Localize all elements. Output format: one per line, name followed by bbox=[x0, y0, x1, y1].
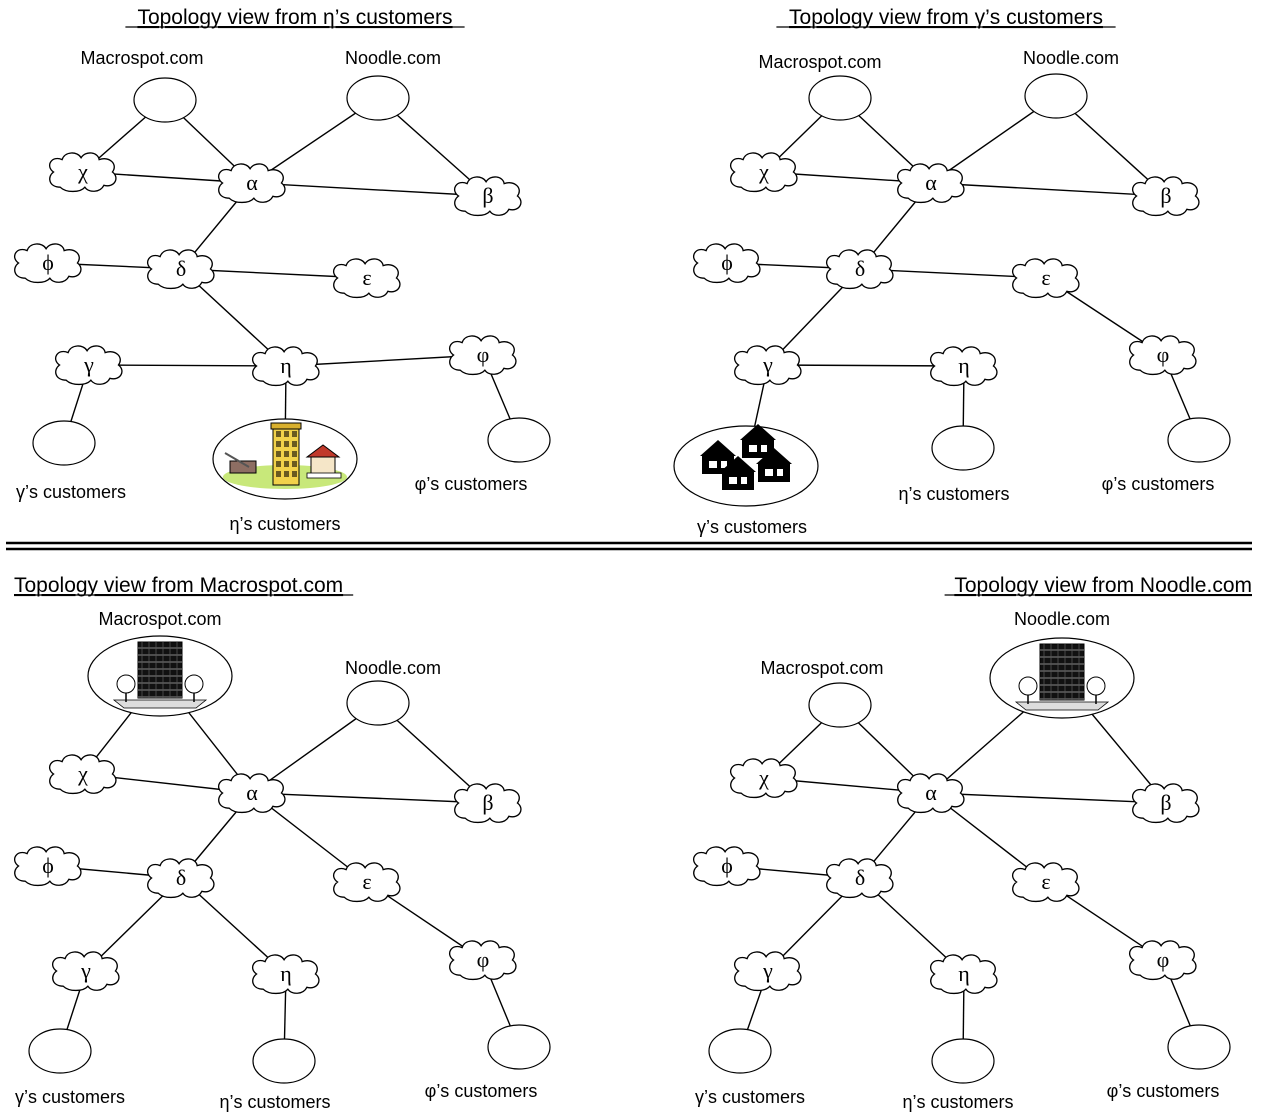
noodle-label: Noodle.com bbox=[345, 658, 441, 678]
as-label-eta: η bbox=[958, 353, 970, 378]
as-label-gamma: γ bbox=[762, 352, 773, 377]
as-label-beta: β bbox=[1160, 790, 1171, 815]
panel-2: Topology view from γ’s customersMacrospo… bbox=[673, 6, 1231, 537]
eta-customers-label: η’s customers bbox=[229, 514, 340, 534]
panel-3: Topology view from Macrospot.comMacrospo… bbox=[13, 574, 551, 1112]
noodle-label: Noodle.com bbox=[345, 48, 441, 68]
link-alpha-beta bbox=[251, 792, 489, 804]
as-label-eta: η bbox=[280, 353, 292, 378]
varphi-customers-label: φ’s customers bbox=[425, 1081, 538, 1101]
office-building-icon bbox=[1014, 643, 1110, 711]
eta-customers-label: η’s customers bbox=[902, 1092, 1013, 1112]
as-label-phi: ϕ bbox=[721, 250, 733, 275]
noodle-node bbox=[346, 75, 410, 121]
office-building-icon bbox=[112, 641, 208, 709]
panel-title: Topology view from Macrospot.com bbox=[14, 574, 343, 597]
eta-customers-node bbox=[252, 1038, 316, 1084]
as-label-gamma: γ bbox=[762, 958, 773, 983]
panel-4: Topology view from Noodle.comMacrospot.c… bbox=[692, 574, 1252, 1112]
link-alpha-beta bbox=[930, 182, 1167, 197]
macrospot-node bbox=[133, 77, 197, 123]
varphi-customers-node bbox=[1167, 417, 1231, 463]
as-label-chi: χ bbox=[758, 159, 769, 184]
noodle-label: Noodle.com bbox=[1023, 48, 1119, 68]
as-label-phi: ϕ bbox=[42, 853, 54, 878]
panel-title: Topology view from γ’s customers bbox=[789, 6, 1103, 29]
as-label-eta: η bbox=[280, 961, 292, 986]
noodle-node bbox=[346, 680, 410, 726]
varphi-customers-label: φ’s customers bbox=[1102, 474, 1215, 494]
as-label-varphi: φ bbox=[1157, 342, 1170, 367]
as-label-varphi: φ bbox=[1157, 947, 1170, 972]
macrospot-label: Macrospot.com bbox=[760, 658, 883, 678]
as-label-alpha: α bbox=[925, 170, 937, 195]
varphi-customers-node bbox=[487, 1024, 551, 1070]
link-gamma-eta bbox=[767, 364, 965, 367]
link-gamma-eta bbox=[88, 364, 287, 367]
as-label-epsilon: ε bbox=[1041, 265, 1050, 290]
eta-customers-node bbox=[931, 1038, 995, 1084]
as-label-delta: δ bbox=[176, 256, 186, 281]
macrospot-node bbox=[808, 75, 872, 121]
as-label-gamma: γ bbox=[83, 352, 94, 377]
noodle-node bbox=[1024, 73, 1088, 119]
varphi-customers-node bbox=[487, 417, 551, 463]
as-label-alpha: α bbox=[246, 780, 258, 805]
gamma-customers-label: γ’s customers bbox=[697, 517, 807, 537]
as-label-gamma: γ bbox=[80, 958, 91, 983]
gamma-customers-label: γ’s customers bbox=[695, 1087, 805, 1107]
as-label-epsilon: ε bbox=[1041, 869, 1050, 894]
as-label-varphi: φ bbox=[477, 342, 490, 367]
varphi-customers-node bbox=[1167, 1024, 1231, 1070]
as-label-delta: δ bbox=[855, 256, 865, 281]
as-label-delta: δ bbox=[855, 865, 865, 890]
as-label-alpha: α bbox=[925, 780, 937, 805]
as-label-phi: ϕ bbox=[721, 853, 733, 878]
as-label-chi: χ bbox=[77, 761, 88, 786]
macrospot-label: Macrospot.com bbox=[758, 52, 881, 72]
as-label-beta: β bbox=[482, 183, 493, 208]
panel-title: Topology view from Noodle.com bbox=[954, 574, 1252, 597]
as-label-phi: ϕ bbox=[42, 250, 54, 275]
as-label-alpha: α bbox=[246, 170, 258, 195]
macrospot-label: Macrospot.com bbox=[98, 609, 221, 629]
as-label-epsilon: ε bbox=[362, 265, 371, 290]
as-label-epsilon: ε bbox=[362, 869, 371, 894]
as-label-beta: β bbox=[1160, 183, 1171, 208]
gamma-customers-label: γ’s customers bbox=[15, 1087, 125, 1107]
gamma-customers-node bbox=[32, 420, 96, 466]
panel-1: Topology view from η’s customersMacrospo… bbox=[13, 6, 551, 534]
panel-title: Topology view from η’s customers bbox=[137, 6, 452, 29]
gamma-customers-node bbox=[708, 1028, 772, 1074]
link-eta-varphi bbox=[285, 354, 484, 367]
as-label-chi: χ bbox=[758, 765, 769, 790]
varphi-customers-label: φ’s customers bbox=[1107, 1081, 1220, 1101]
as-label-varphi: φ bbox=[477, 947, 490, 972]
eta-customers-label: η’s customers bbox=[898, 484, 1009, 504]
houses-illustration-icon bbox=[700, 424, 792, 490]
eta-customers-node bbox=[931, 425, 995, 471]
gamma-customers-node bbox=[28, 1028, 92, 1074]
as-label-delta: δ bbox=[176, 865, 186, 890]
varphi-customers-label: φ’s customers bbox=[415, 474, 528, 494]
as-label-eta: η bbox=[958, 961, 970, 986]
eta-customers-label: η’s customers bbox=[219, 1092, 330, 1112]
as-label-beta: β bbox=[482, 790, 493, 815]
macrospot-node bbox=[808, 682, 872, 728]
as-label-chi: χ bbox=[77, 159, 88, 184]
city-illustration-icon bbox=[223, 422, 347, 489]
gamma-customers-label: γ’s customers bbox=[16, 482, 126, 502]
noodle-label: Noodle.com bbox=[1014, 609, 1110, 629]
macrospot-label: Macrospot.com bbox=[80, 48, 203, 68]
link-alpha-beta bbox=[930, 792, 1167, 804]
link-alpha-beta bbox=[251, 182, 489, 197]
